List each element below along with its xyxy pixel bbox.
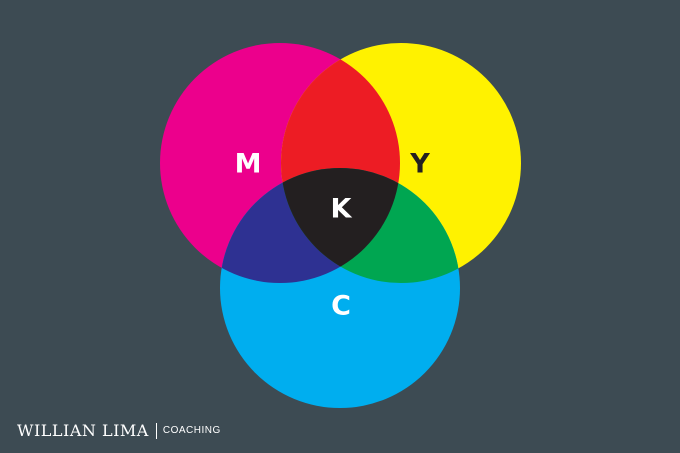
brand-tagline: COACHING — [162, 425, 221, 436]
brand-logo: WILLIAN LIMA COACHING — [17, 421, 221, 441]
yellow-label: Y — [409, 149, 430, 180]
magenta-label: M — [235, 149, 262, 180]
magenta-cyan-overlap — [220, 168, 400, 283]
key-label: K — [331, 194, 353, 225]
cyan-label: C — [331, 291, 351, 322]
yellow-cyan-overlap — [281, 168, 460, 283]
brand-name: WILLIAN LIMA — [17, 421, 149, 440]
brand-divider — [155, 423, 157, 439]
